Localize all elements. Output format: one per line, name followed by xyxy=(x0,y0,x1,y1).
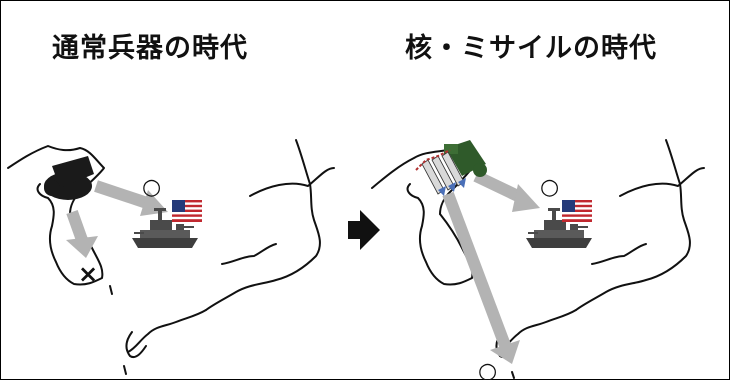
left-honshu-south xyxy=(127,309,207,353)
left-ship-circle-mark: ○ xyxy=(142,175,161,200)
right-ship-circle-mark: ○ xyxy=(540,175,559,200)
left-korea-cross-mark: × xyxy=(78,260,98,288)
left-us-flag-icon xyxy=(172,200,202,222)
left-honshu-east xyxy=(205,139,321,311)
left-korea-peninsula xyxy=(36,183,104,286)
left-arrow-to-korea xyxy=(66,209,98,258)
right-hokkaido-west xyxy=(619,167,705,197)
left-tsushima xyxy=(109,285,113,295)
right-map xyxy=(371,139,705,379)
left-island xyxy=(123,365,127,375)
right-japan-circle-mark: ○ xyxy=(478,359,497,380)
right-arrow-to-ship xyxy=(473,170,540,212)
right-honshu-sea-coast xyxy=(591,243,647,265)
left-hokkaido-west xyxy=(249,167,335,197)
cannon-icon xyxy=(44,156,94,200)
title-conventional-era: 通常兵器の時代 xyxy=(52,33,248,64)
title-nuclear-missile-era: 核・ミサイルの時代 xyxy=(405,33,657,64)
missile-launcher-icon xyxy=(444,140,487,177)
right-island xyxy=(511,371,515,379)
left-kyushu xyxy=(125,331,147,358)
right-honshu-east xyxy=(575,139,691,311)
right-us-flag-icon xyxy=(562,200,592,222)
missiles-icon xyxy=(415,149,466,196)
right-arrow-to-japan xyxy=(442,191,520,364)
transition-arrow-icon xyxy=(348,210,380,250)
left-honshu-sea-coast xyxy=(221,243,277,265)
